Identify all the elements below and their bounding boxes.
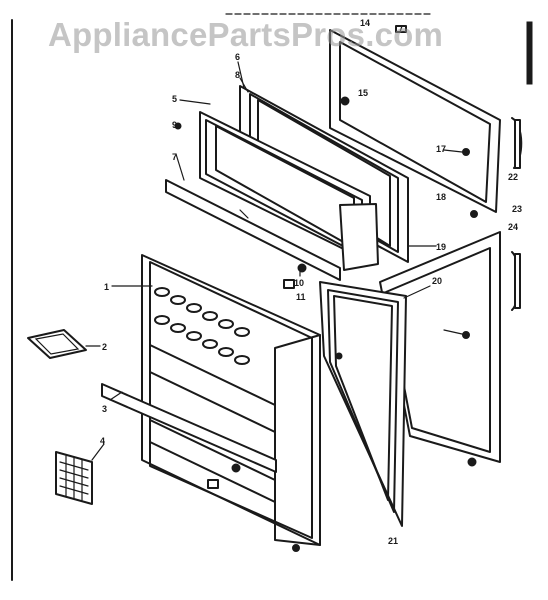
screw-icon [462, 148, 470, 156]
screw-icon [335, 352, 343, 360]
hinge-cap-icon [207, 479, 219, 489]
callout-labels: 1 2 3 4 5 6 7 8 9 10 11 14 15 17 18 19 2… [100, 18, 522, 546]
callout-18: 18 [436, 192, 446, 202]
screw-icon [462, 331, 470, 339]
callout-17: 17 [436, 144, 446, 154]
callout-5: 5 [172, 94, 177, 104]
callout-24: 24 [508, 222, 518, 232]
freezer-shelf [165, 111, 379, 281]
screw-icon [340, 96, 350, 106]
shelf-bar [101, 383, 277, 473]
hinge-cap-icon [283, 279, 295, 289]
callout-4: 4 [100, 436, 105, 446]
stop-icon [467, 457, 477, 467]
watermark: AppliancePartsPros.com [48, 16, 444, 53]
callout-9: 9 [172, 120, 177, 130]
callout-22: 22 [508, 172, 518, 182]
hinge-pin-icon [297, 263, 307, 273]
right-border-bar [526, 21, 533, 85]
stop-icon [470, 210, 478, 218]
callout-15: 15 [358, 88, 368, 98]
screw-icon [292, 544, 300, 552]
callout-19: 19 [436, 242, 446, 252]
fresh-food-door-liner [319, 281, 407, 527]
callout-20: 20 [432, 276, 442, 286]
callout-6: 6 [235, 52, 240, 62]
callout-21: 21 [388, 536, 398, 546]
callout-3: 3 [102, 404, 107, 414]
callout-10: 10 [294, 278, 304, 288]
callout-2: 2 [102, 342, 107, 352]
leader-lines [85, 25, 463, 461]
callout-1: 1 [104, 282, 109, 292]
callout-7: 7 [172, 152, 177, 162]
callout-14: 14 [360, 18, 370, 28]
fresh-food-door-panel [379, 231, 521, 463]
hinge-pin-icon [231, 463, 241, 473]
dairy-compartment [55, 451, 93, 505]
butter-door-inner [34, 333, 80, 355]
callout-11: 11 [296, 292, 306, 302]
fresh-food-shelf-assembly [141, 254, 321, 546]
callout-23: 23 [512, 204, 522, 214]
egg-tray [154, 287, 250, 365]
callout-8: 8 [235, 70, 240, 80]
freezer-door-panel [329, 29, 523, 213]
butter-door-part [27, 329, 87, 359]
screw-icon [174, 122, 182, 130]
